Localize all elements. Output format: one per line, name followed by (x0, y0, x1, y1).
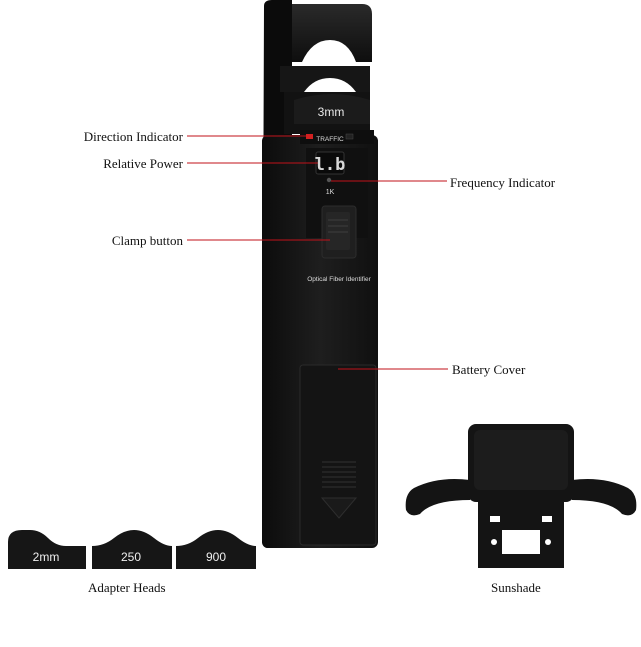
adapter-head-2mm (8, 530, 86, 569)
direction-indicator-label: Direction Indicator (83, 129, 183, 144)
adapter-head-250 (92, 530, 172, 569)
frequency-led (326, 177, 332, 183)
clamp-head (280, 4, 372, 134)
relative-power-label: Relative Power (103, 156, 183, 171)
battery-cover-label: Battery Cover (452, 362, 526, 377)
direction-led-left (306, 134, 313, 139)
frequency-indicator-label: Frequency Indicator (450, 175, 556, 190)
product-name: Optical Fiber Identifier (307, 276, 371, 283)
adapter-label-2mm: 2mm (33, 550, 60, 564)
adapter-label-900: 900 (206, 550, 226, 564)
adapter-heads-caption: Adapter Heads (88, 580, 166, 595)
frequency-label: 1K (326, 189, 335, 196)
sunshade-caption: Sunshade (491, 580, 541, 595)
control-panel (300, 130, 374, 259)
leader-lines (187, 135, 448, 370)
direction-led-right (345, 133, 354, 140)
display-reading: l.b (315, 155, 346, 175)
traffic-label: TRAFFIC (316, 136, 344, 143)
adapter-label-250: 250 (121, 550, 141, 564)
adapter-heads (8, 530, 256, 569)
sunshade (405, 424, 637, 568)
head-size-label: 3mm (318, 105, 345, 119)
clamp-button-label: Clamp button (111, 233, 183, 248)
battery-cover (299, 364, 377, 546)
arrow-down-icon (320, 497, 358, 519)
battery-grip-lines (322, 461, 356, 488)
clamp-button[interactable] (321, 205, 357, 259)
adapter-head-900 (176, 530, 256, 569)
